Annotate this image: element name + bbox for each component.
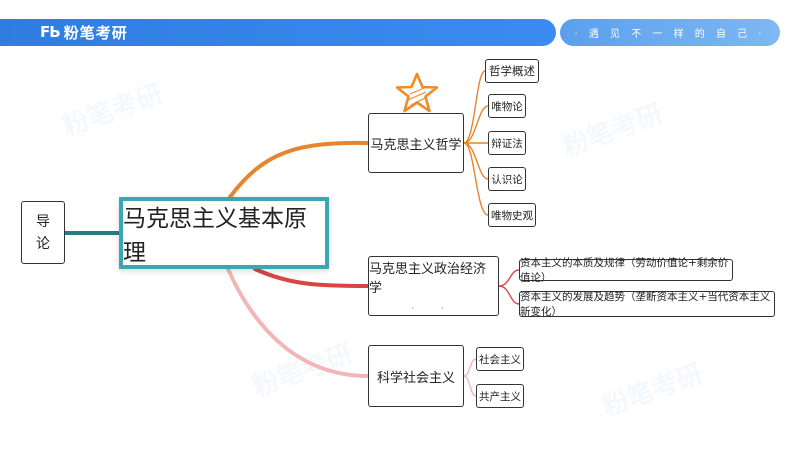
intro-char-1: 导 — [36, 213, 50, 230]
slogan-banner: · 遇 见 不 一 样 的 自 己 · — [560, 19, 780, 46]
brand-logo: FЬ 粉笔考研 — [40, 21, 128, 43]
leaf-capitalism-development: 资本主义的发展及趋势（垄断资本主义+当代资本主义新变化） — [519, 291, 775, 318]
branch-economics-label: 马克思主义政治经济学 — [369, 262, 487, 296]
intro-node: 导 论 — [21, 201, 65, 264]
connector-root-economics — [253, 267, 370, 288]
branch-economics-note: · · — [411, 304, 456, 314]
connector-root-philosophy — [228, 140, 370, 199]
logo-mark: FЬ — [40, 23, 61, 41]
header-bar — [0, 19, 556, 46]
leaf-philosophy-overview: 哲学概述 — [485, 59, 539, 83]
branch-socialism: 科学社会主义 — [368, 345, 464, 407]
leaf-materialism: 唯物论 — [488, 94, 526, 118]
connector-philosophy-children — [463, 70, 489, 216]
connector-economics-children — [498, 269, 520, 305]
leaf-epistemology: 认识论 — [488, 167, 526, 191]
leaf-socialism: 社会主义 — [476, 347, 524, 371]
branch-economics: 马克思主义政治经济学 · · — [368, 256, 499, 316]
leaf-historical-materialism: 唯物史观 — [488, 203, 536, 227]
connector-socialism-children — [463, 358, 477, 397]
star-icon — [395, 72, 439, 113]
leaf-dialectics: 辩证法 — [488, 131, 526, 155]
branch-philosophy: 马克思主义哲学 — [368, 113, 464, 173]
leaf-capitalism-essence: 资本主义的本质及规律（劳动价值论+剩余价值论） — [519, 257, 733, 284]
leaf-communism: 共产主义 — [476, 384, 524, 408]
connector-root-socialism — [226, 267, 370, 378]
brand-name: 粉笔考研 — [63, 23, 128, 42]
intro-char-2: 论 — [36, 235, 50, 252]
root-node: 马克思主义基本原理 — [119, 197, 329, 269]
